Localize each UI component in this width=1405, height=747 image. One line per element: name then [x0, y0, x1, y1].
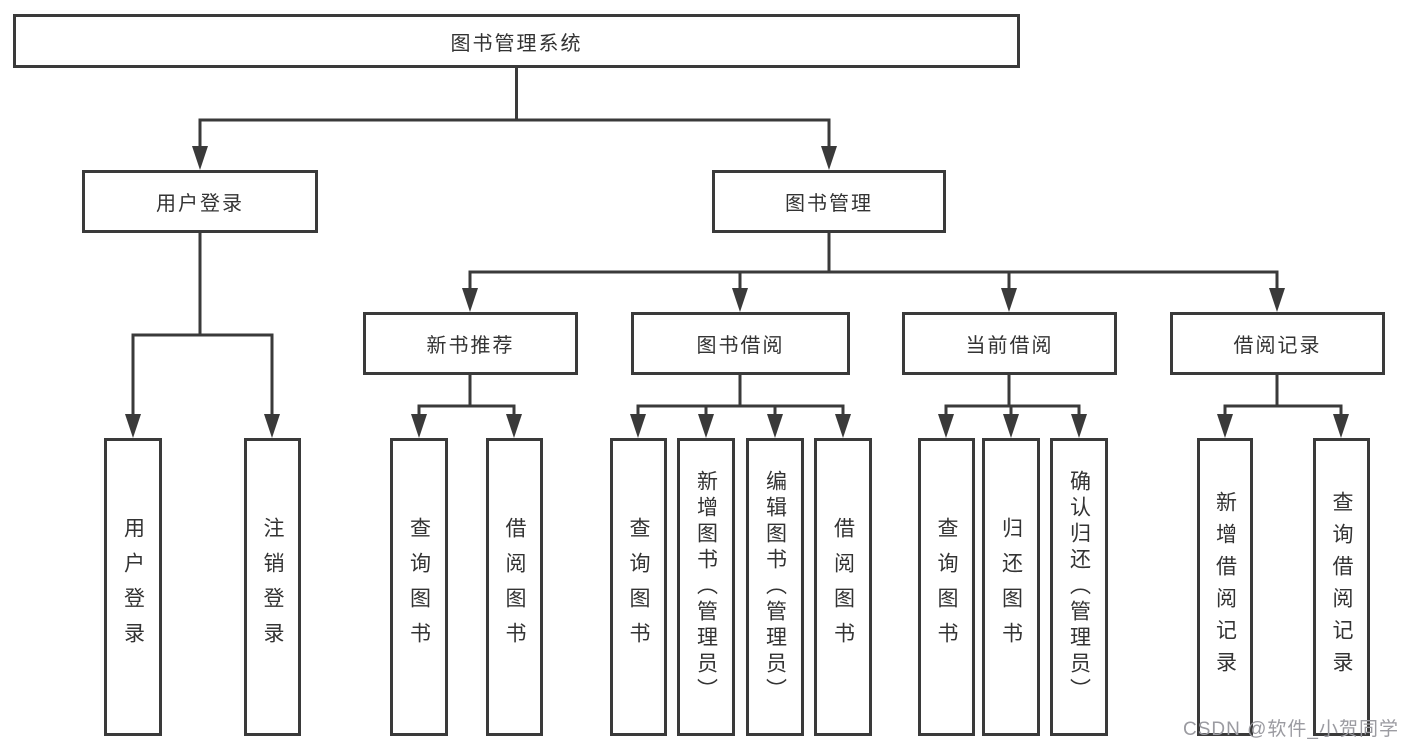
- node-current-borrowing: 当前借阅: [902, 312, 1117, 375]
- leaf-return-books: 归还图书: [982, 438, 1040, 736]
- leaf-query-books-borrow: 查询图书: [610, 438, 667, 736]
- node-new-book-recommendation: 新书推荐: [363, 312, 578, 375]
- node-root-library-management-system: 图书管理系统: [13, 14, 1020, 68]
- leaf-add-books-admin: 新增图书（管理员）: [677, 438, 735, 736]
- csdn-watermark: CSDN @软件_小贺同学: [1183, 719, 1399, 740]
- leaf-confirm-return-admin: 确认归还（管理员）: [1050, 438, 1108, 736]
- node-book-management: 图书管理: [712, 170, 946, 233]
- node-book-borrowing: 图书借阅: [631, 312, 850, 375]
- leaf-borrow-books-recommend: 借阅图书: [486, 438, 543, 736]
- leaf-user-login: 用户登录: [104, 438, 162, 736]
- leaf-borrow-books: 借阅图书: [814, 438, 872, 736]
- node-borrowing-records: 借阅记录: [1170, 312, 1385, 375]
- arrowheads: [125, 146, 1349, 438]
- leaf-query-books-current: 查询图书: [918, 438, 975, 736]
- leaf-add-borrow-record: 新增借阅记录: [1197, 438, 1253, 736]
- leaf-edit-books-admin: 编辑图书（管理员）: [746, 438, 804, 736]
- leaf-logout: 注销登录: [244, 438, 301, 736]
- leaf-query-borrow-record: 查询借阅记录: [1313, 438, 1370, 736]
- node-user-login: 用户登录: [82, 170, 318, 233]
- leaf-query-books-recommend: 查询图书: [390, 438, 448, 736]
